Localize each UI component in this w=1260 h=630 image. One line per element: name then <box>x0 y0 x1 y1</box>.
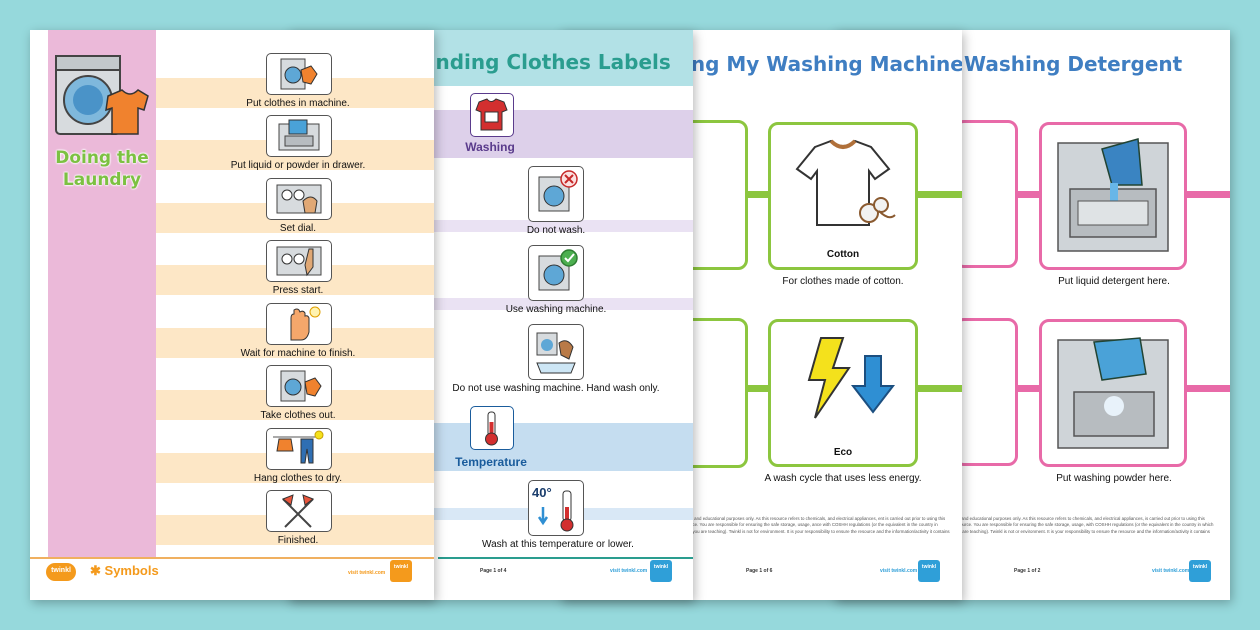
liquid-detergent-drawer-icon <box>1057 138 1169 252</box>
legal-notice: nal and educational purposes only. As th… <box>954 516 1214 534</box>
page-number: Page 1 of 4 <box>480 568 507 574</box>
footer-url[interactable]: visit twinkl.com <box>1152 568 1190 574</box>
step-hang-clothes: Hang clothes to dry. <box>253 473 343 484</box>
twinkl-badge: twinkl <box>1189 560 1211 582</box>
connector-bar <box>748 191 772 198</box>
caption-wash-temperature: Wash at this temperature or lower. <box>482 539 634 550</box>
section-washing: Washing <box>465 140 515 154</box>
caption-use-washing-machine: Use washing machine. <box>505 304 607 315</box>
do-not-wash-icon <box>528 166 584 222</box>
symbols-text: Symbols <box>104 563 159 578</box>
card-liquid-detergent <box>1039 122 1187 270</box>
cotton-tshirt-icon <box>795 139 896 226</box>
set-dial-icon <box>266 178 332 220</box>
caption-eco: A wash cycle that uses less energy. <box>764 473 922 484</box>
legal-notice: ational and educational purposes only. A… <box>680 516 950 534</box>
use-washing-machine-icon <box>528 245 584 301</box>
sheet-washing-detergent: Washing Detergent Put liquid detergent h… <box>834 30 1230 600</box>
sheet-doing-the-laundry: Doing the Laundry Put clothes in machine… <box>30 30 434 600</box>
eco-lightning-arrow-icon <box>807 337 896 419</box>
step-finished: Finished. <box>277 535 319 546</box>
take-clothes-out-icon <box>266 365 332 407</box>
temperature-section-icon <box>470 406 514 450</box>
twinkl-badge: twinkl <box>390 560 412 582</box>
card-washing-powder <box>1039 319 1187 467</box>
wash-temperature-icon: 40° <box>528 480 584 536</box>
finished-flags-icon <box>266 490 332 532</box>
temperature-value: 40° <box>532 485 552 500</box>
section-temperature: Temperature <box>455 455 527 469</box>
put-liquid-or-powder-icon <box>266 115 332 157</box>
sheet1-title-line2: Laundry <box>62 170 142 190</box>
connector-bar <box>916 385 962 392</box>
caption-do-not-wash: Do not wash. <box>526 225 586 236</box>
caption-liquid-detergent: Put liquid detergent here. <box>1058 276 1170 287</box>
twinkl-badge: twinkl <box>650 560 672 582</box>
footer-divider <box>30 557 434 559</box>
sheet1-title-line1: Doing the <box>55 148 149 168</box>
hand-wash-only-icon <box>528 324 584 380</box>
step-wait-for-machine: Wait for machine to finish. <box>240 348 356 359</box>
label-cotton: Cotton <box>826 249 860 260</box>
page-number: Page 1 of 2 <box>1014 568 1041 574</box>
sheet3-title: ing My Washing Machine <box>684 52 962 76</box>
hang-clothes-icon <box>266 428 332 470</box>
step-put-liquid-or-powder: Put liquid or powder in drawer. <box>230 160 366 171</box>
sheet2-title: anding Clothes Labels <box>422 50 671 74</box>
card-cotton <box>768 122 918 270</box>
symbols-logo: ✱ Symbols <box>90 563 159 579</box>
step-press-start: Press start. <box>272 285 324 296</box>
step-set-dial: Set dial. <box>279 223 317 234</box>
footer-url[interactable]: visit twinkl.com <box>348 570 386 576</box>
caption-hand-wash-only: Do not use washing machine. Hand wash on… <box>452 383 660 394</box>
caption-washing-powder: Put washing powder here. <box>1056 473 1172 484</box>
footer-divider <box>438 557 693 559</box>
card-placeholder <box>954 120 1018 268</box>
washing-powder-drawer-icon <box>1057 337 1169 449</box>
page-number: Page 1 of 6 <box>746 568 773 574</box>
washing-section-icon <box>470 93 514 137</box>
twinkl-badge: twinkl <box>918 560 940 582</box>
twinkl-logo-text: twinkl <box>51 567 71 574</box>
connector-bar <box>748 385 772 392</box>
caption-cotton: For clothes made of cotton. <box>782 276 904 287</box>
press-start-icon <box>266 240 332 282</box>
step-put-clothes-in-machine: Put clothes in machine. <box>246 98 350 109</box>
connector-bar <box>1184 191 1230 198</box>
connector-bar <box>1184 385 1230 392</box>
twinkl-logo: twinkl <box>46 563 76 581</box>
washing-machine-icon <box>55 55 149 135</box>
connector-bar <box>1014 191 1044 198</box>
footer-url[interactable]: visit twinkl.com <box>880 568 918 574</box>
sheet4-title: Washing Detergent <box>964 52 1183 76</box>
step-take-clothes-out: Take clothes out. <box>260 410 336 421</box>
symbols-star-icon: ✱ <box>90 563 101 578</box>
label-eco: Eco <box>833 447 853 458</box>
card-eco <box>768 319 918 467</box>
put-clothes-in-machine-icon <box>266 53 332 95</box>
connector-bar <box>916 191 962 198</box>
card-placeholder <box>954 318 1018 466</box>
footer-url[interactable]: visit twinkl.com <box>610 568 648 574</box>
wait-hand-icon <box>266 303 332 345</box>
connector-bar <box>1014 385 1044 392</box>
